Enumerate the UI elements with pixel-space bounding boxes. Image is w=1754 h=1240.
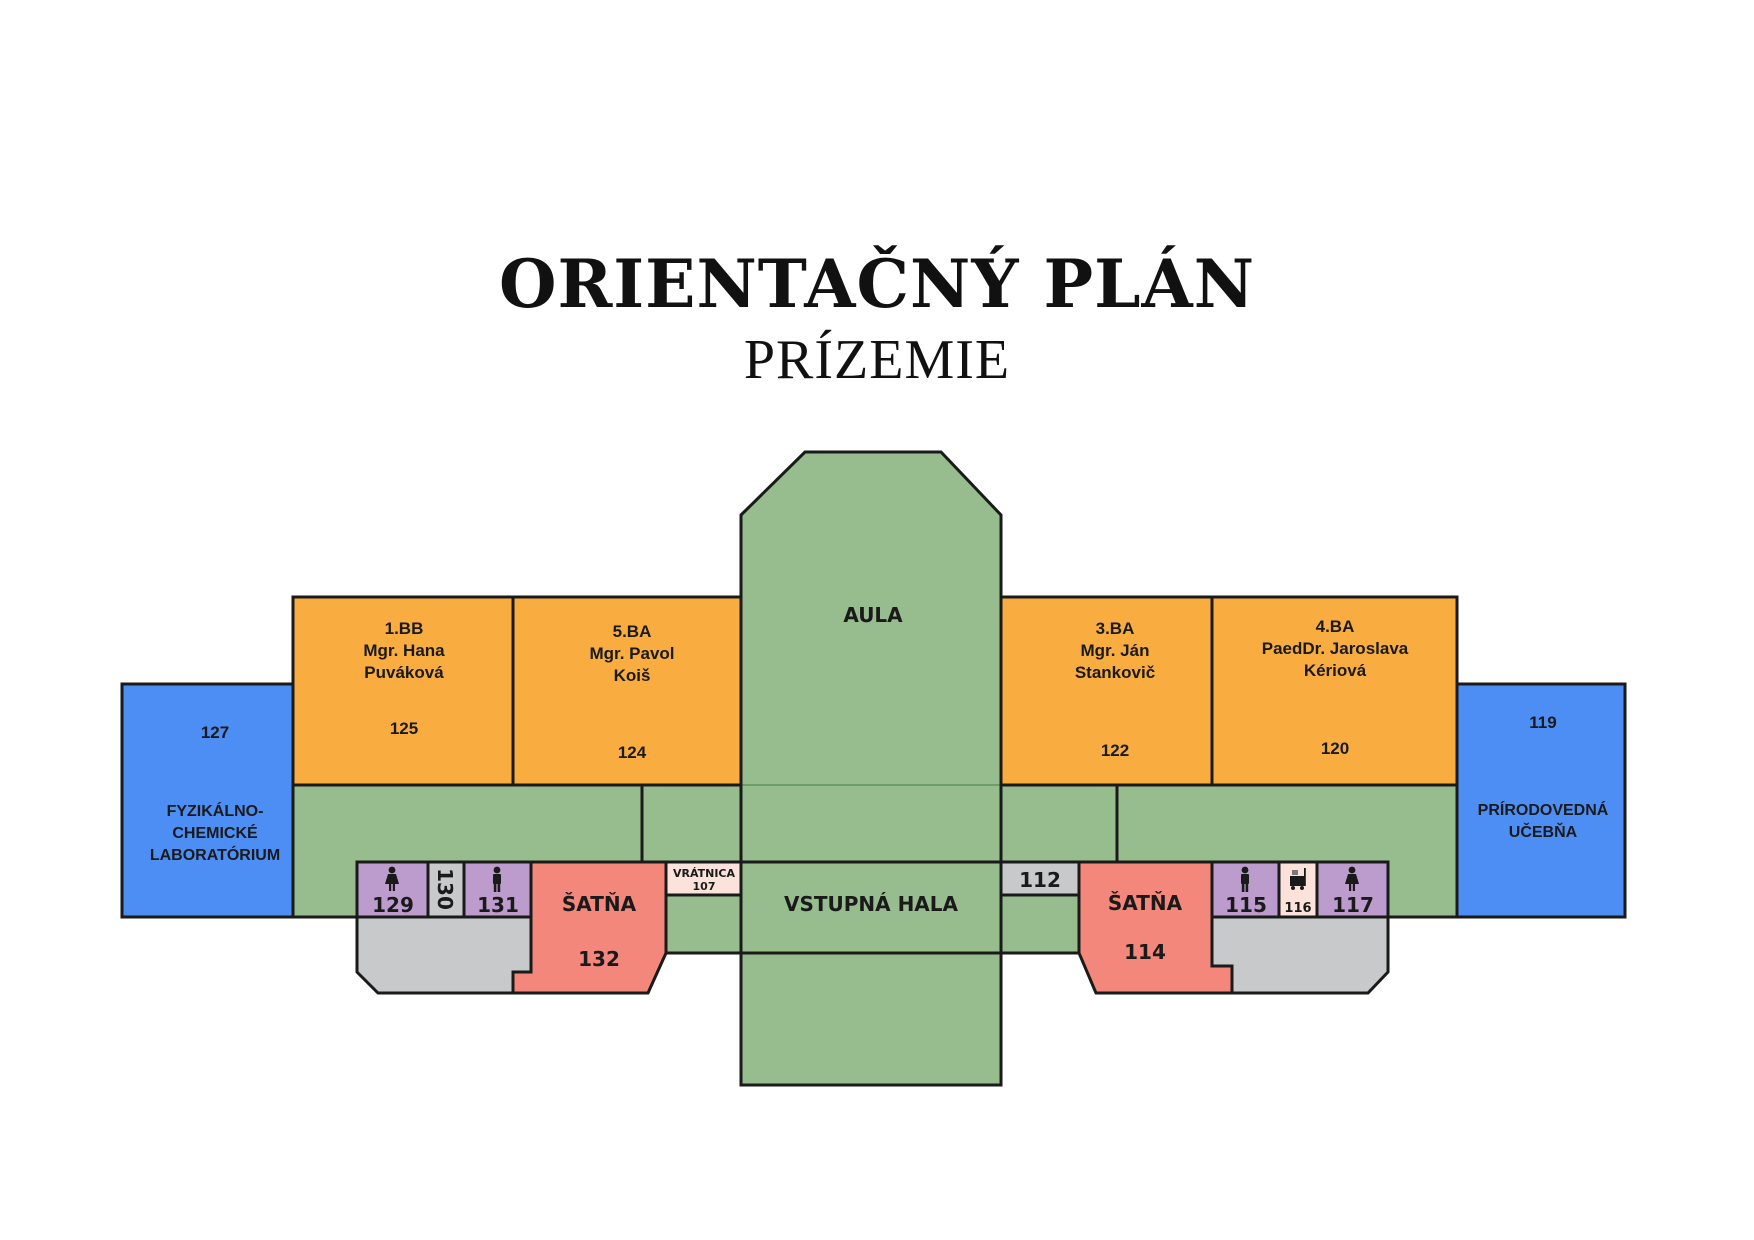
- room-120-teacher-line1: PaedDr. Jaroslava: [1262, 639, 1409, 658]
- hall-label: VSTUPNÁ HALA: [784, 892, 959, 916]
- room-124-number: 124: [618, 743, 647, 762]
- room-124-teacher-line1: Mgr. Pavol: [589, 644, 674, 663]
- room-132: [511, 860, 668, 995]
- room-127-name-line2: CHEMICKÉ: [172, 823, 258, 842]
- room-132-name: ŠATŇA: [562, 892, 637, 916]
- room-119: [1455, 682, 1627, 919]
- room-116-number: 116: [1284, 901, 1311, 916]
- room-129-number: 129: [372, 893, 414, 917]
- room-125-teacher-line1: Mgr. Hana: [363, 641, 445, 660]
- room-120-class: 4.BA: [1316, 617, 1355, 636]
- room-122: [999, 595, 1214, 787]
- room-119-number: 119: [1529, 713, 1556, 732]
- room-114-name: ŠATŇA: [1108, 891, 1183, 915]
- room-130-number: 130: [433, 868, 457, 910]
- room-115-number: 115: [1225, 893, 1267, 917]
- room-125-class: 1.BB: [385, 619, 424, 638]
- room-107-name: VRÁTNICA: [673, 867, 736, 880]
- room-107-number: 107: [693, 880, 716, 893]
- woman-icon: [1345, 866, 1359, 891]
- page-subtitle: PRÍZEMIE: [743, 329, 1011, 391]
- room-122-teacher-line1: Mgr. Ján: [1081, 641, 1150, 660]
- room-114: [1077, 860, 1234, 995]
- storage-right: [1210, 915, 1390, 995]
- room-119-name-line2: UČEBŇA: [1509, 822, 1578, 841]
- cleaning-cart-icon: [1290, 868, 1306, 890]
- room-130: [426, 860, 466, 919]
- room-125: [291, 595, 515, 787]
- room-120-number: 120: [1321, 739, 1349, 758]
- room-117-number: 117: [1332, 893, 1374, 917]
- room-127-name-line3: LABORATÓRIUM: [150, 845, 280, 864]
- room-122-number: 122: [1101, 741, 1129, 760]
- room-122-class: 3.BA: [1096, 619, 1135, 638]
- corridor-connector-right: [999, 893, 1081, 955]
- room-120: [1210, 595, 1459, 787]
- room-120-teacher-line2: Kériová: [1304, 661, 1367, 680]
- aula: [739, 450, 1003, 1087]
- room-124: [511, 595, 743, 787]
- aula-label: AULA: [843, 603, 903, 627]
- room-112-number: 112: [1019, 868, 1061, 892]
- page-title: ORIENTAČNÝ PLÁN: [498, 245, 1256, 323]
- room-132-number: 132: [578, 947, 620, 971]
- room-127: [120, 682, 295, 919]
- storage-left: [355, 915, 533, 995]
- woman-icon: [385, 866, 399, 891]
- room-122-teacher-line2: Stankovič: [1075, 663, 1155, 682]
- corridor-connector-left: [664, 893, 743, 955]
- room-114-number: 114: [1124, 940, 1166, 964]
- room-112: [999, 860, 1081, 897]
- room-107: [664, 860, 743, 897]
- room-124-teacher-line2: Koiš: [614, 666, 651, 685]
- room-124-class: 5.BA: [613, 622, 652, 641]
- room-131-number: 131: [477, 893, 519, 917]
- room-125-number: 125: [390, 719, 418, 738]
- room-127-name-line1: FYZIKÁLNO-: [167, 801, 264, 820]
- man-icon: [493, 866, 501, 892]
- room-119-name-line1: PRÍRODOVEDNÁ: [1478, 800, 1609, 819]
- room-125-teacher-line2: Puváková: [364, 663, 444, 682]
- man-icon: [1241, 866, 1249, 892]
- room-127-number: 127: [201, 723, 229, 742]
